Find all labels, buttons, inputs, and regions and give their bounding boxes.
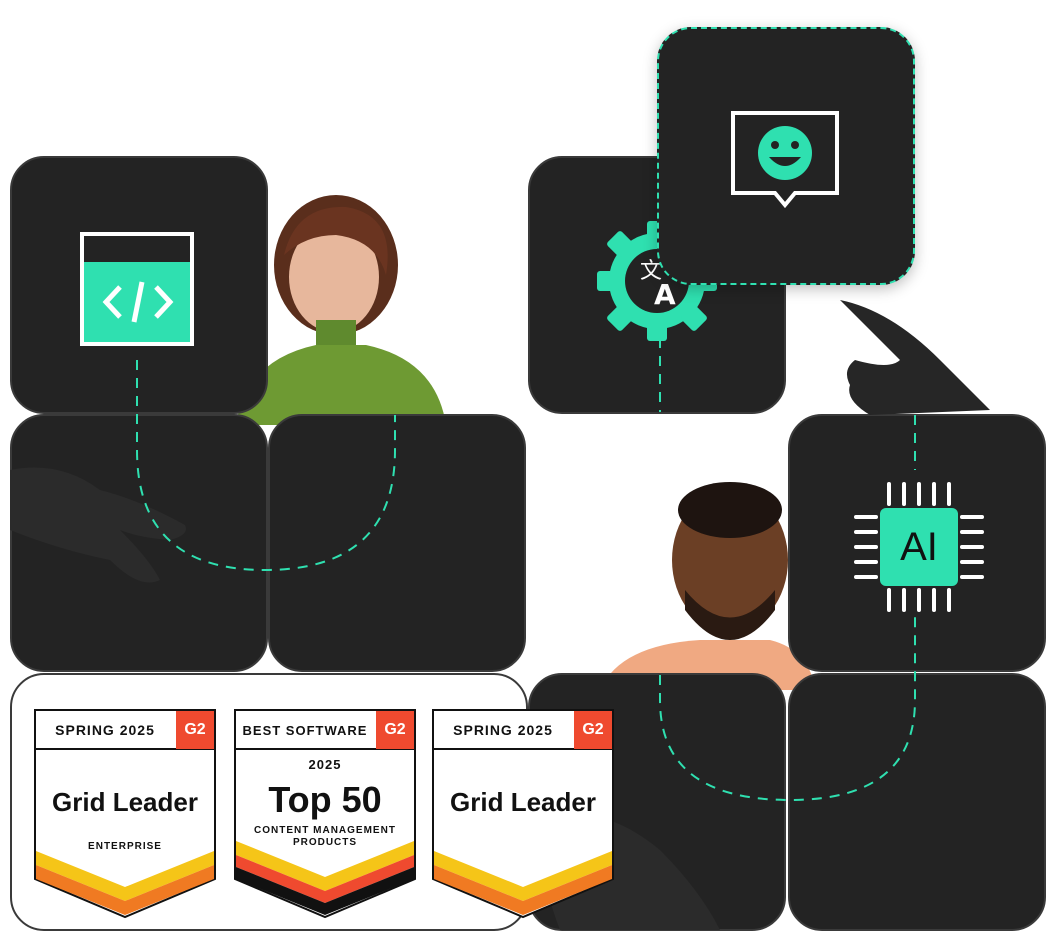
code-window-icon: [80, 232, 196, 353]
svg-text:A: A: [654, 278, 676, 311]
ai-tile: AI: [788, 414, 1046, 672]
badge-year: 2025: [308, 757, 342, 772]
badge-title: Top 50: [268, 779, 382, 820]
badge-title: Grid Leader: [450, 787, 596, 817]
badge-header: SPRING 2025: [55, 722, 155, 738]
g2-logo-icon: G2: [376, 711, 414, 749]
svg-text:文: 文: [640, 259, 662, 284]
ai-chip-icon: AI: [852, 480, 986, 619]
smiley-chat-icon: [729, 109, 843, 224]
open-hand-graphic: [10, 467, 186, 583]
empty-tile-4: [788, 673, 1046, 931]
g2-badge-grid-leader: SPRING 2025 G2 Grid Leader: [432, 709, 614, 919]
badge-subtitle: CONTENT MANAGEMENT PRODUCTS: [254, 825, 396, 848]
badge-subtitle: ENTERPRISE: [88, 841, 162, 852]
man-photo: [600, 470, 815, 690]
ai-chip-label: AI: [900, 524, 938, 569]
badge-header: SPRING 2025: [453, 722, 553, 738]
chat-tile: [657, 27, 915, 285]
badge-header: BEST SOFTWARE: [242, 722, 368, 738]
g2-logo-icon: G2: [176, 711, 214, 749]
badge-title: Grid Leader: [52, 787, 198, 817]
empty-tile-2: [268, 414, 526, 672]
g2-logo-icon: G2: [574, 711, 612, 749]
code-tile: [10, 156, 268, 414]
g2-badge-grid-leader-enterprise: SPRING 2025 G2 Grid Leader ENTERPRISE: [34, 709, 216, 919]
pointing-hand-graphic: [840, 300, 990, 415]
g2-badge-top-50: BEST SOFTWARE G2 2025 Top 50 CONTENT MAN…: [234, 709, 416, 919]
awards-panel: SPRING 2025 G2 Grid Leader ENTERPRISE BE…: [10, 673, 614, 931]
